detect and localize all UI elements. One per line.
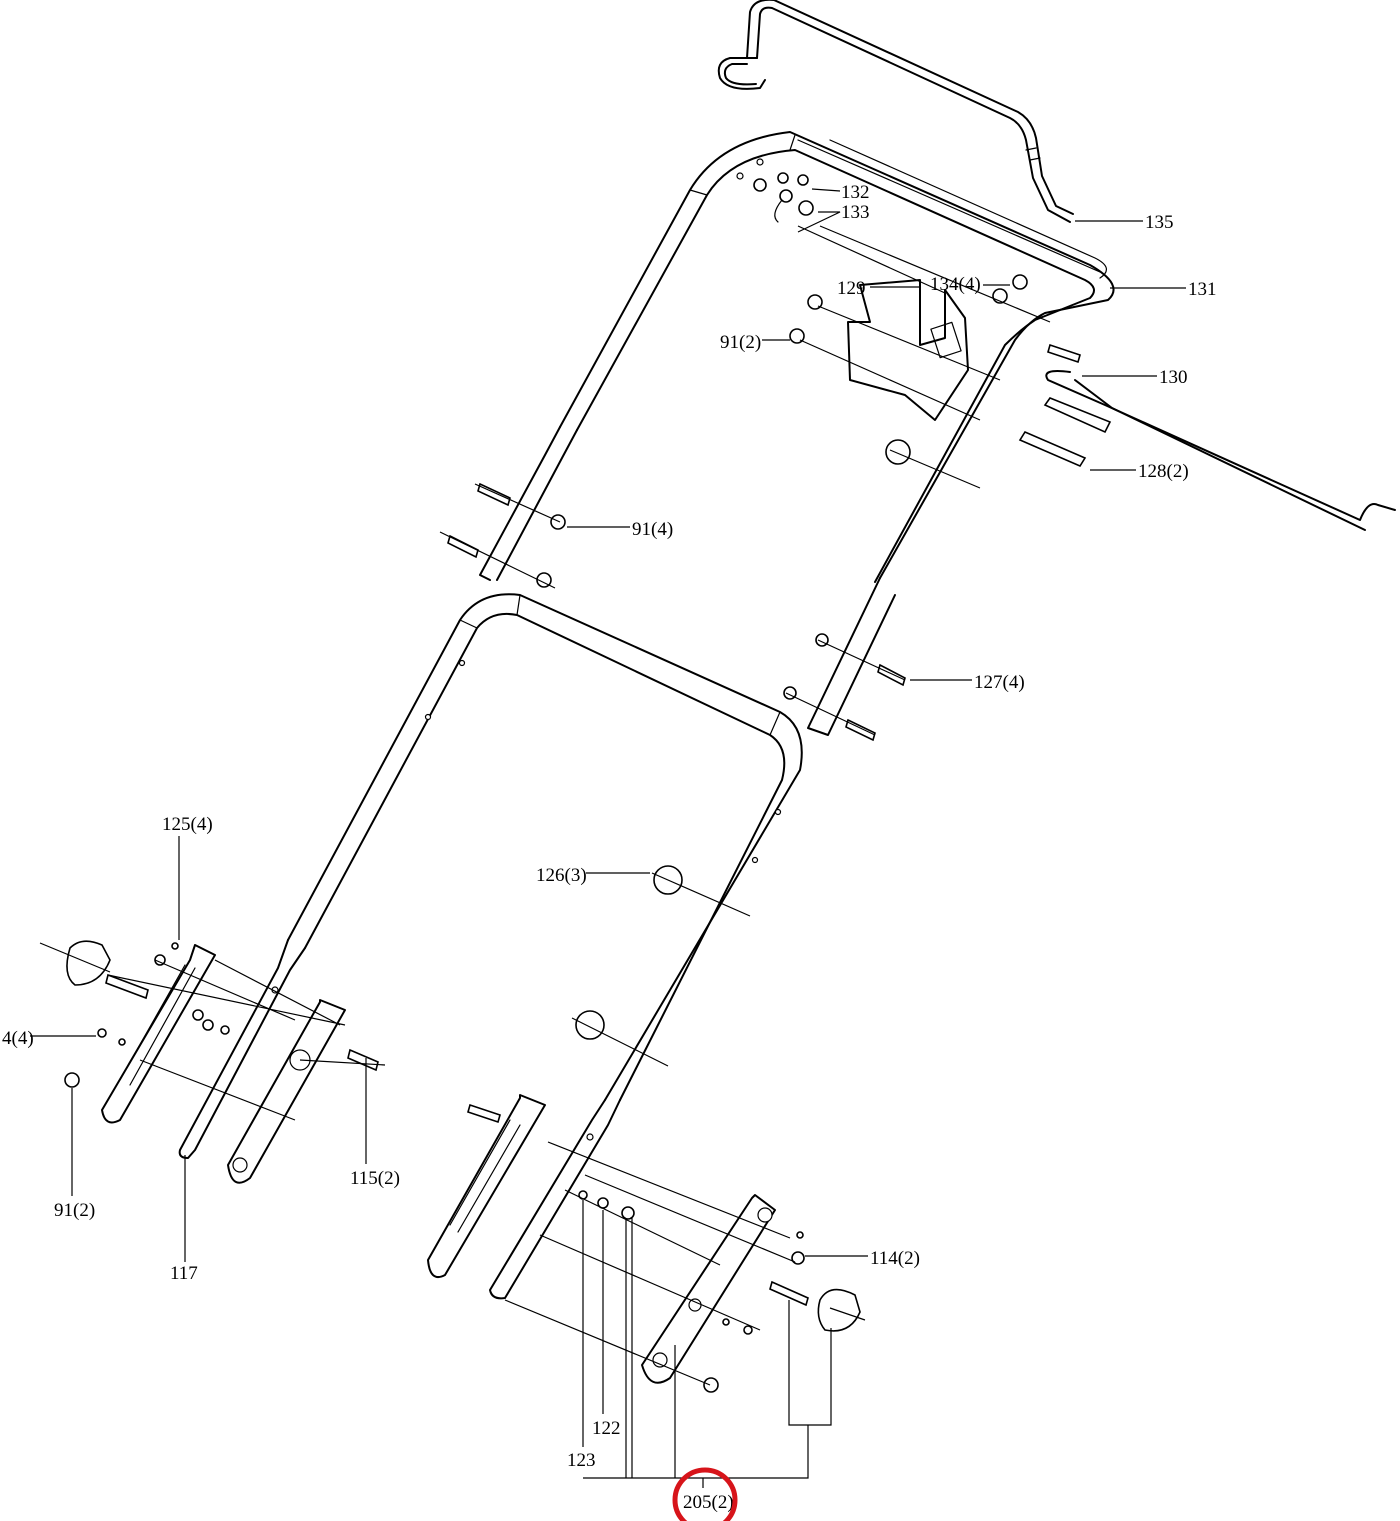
lower-handle bbox=[178, 593, 803, 1300]
callout-128: 128(2) bbox=[1138, 461, 1189, 482]
callout-91-left: 91(2) bbox=[54, 1200, 95, 1221]
callout-126: 126(3) bbox=[536, 865, 587, 886]
assembly-lines bbox=[39, 225, 1051, 1386]
control-rod bbox=[1045, 370, 1396, 531]
callout-4: 4(4) bbox=[2, 1028, 34, 1049]
callout-91-top: 91(2) bbox=[720, 332, 761, 353]
callout-130: 130 bbox=[1159, 367, 1188, 388]
callout-127: 127(4) bbox=[974, 672, 1025, 693]
callout-205: 205(2) bbox=[683, 1492, 734, 1513]
right-lever bbox=[427, 1094, 776, 1384]
hardware bbox=[64, 172, 1112, 1393]
callout-117: 117 bbox=[170, 1263, 198, 1284]
upper-handle bbox=[479, 131, 1115, 736]
callout-114: 114(2) bbox=[870, 1248, 920, 1269]
callout-129: 129 bbox=[837, 278, 866, 299]
callout-133: 133 bbox=[841, 202, 870, 223]
callout-134: 134(4) bbox=[930, 274, 981, 295]
callout-91-mid: 91(4) bbox=[632, 519, 673, 540]
callout-131: 131 bbox=[1188, 279, 1217, 300]
callout-122: 122 bbox=[592, 1418, 621, 1439]
callout-132: 132 bbox=[841, 182, 870, 203]
left-lever bbox=[101, 944, 346, 1184]
callout-135: 135 bbox=[1145, 212, 1174, 233]
bail-bar bbox=[717, 0, 1074, 223]
callout-125: 125(4) bbox=[162, 814, 213, 835]
leader-lines bbox=[30, 188, 1186, 1488]
right-knob bbox=[817, 1288, 861, 1332]
callout-115: 115(2) bbox=[350, 1168, 400, 1189]
callout-123: 123 bbox=[567, 1450, 596, 1471]
control-bracket bbox=[847, 279, 969, 421]
highlight-circle bbox=[672, 1467, 738, 1521]
callout-labels: 132 133 135 129 134(4) 131 91(2) 130 128… bbox=[2, 182, 1217, 1513]
